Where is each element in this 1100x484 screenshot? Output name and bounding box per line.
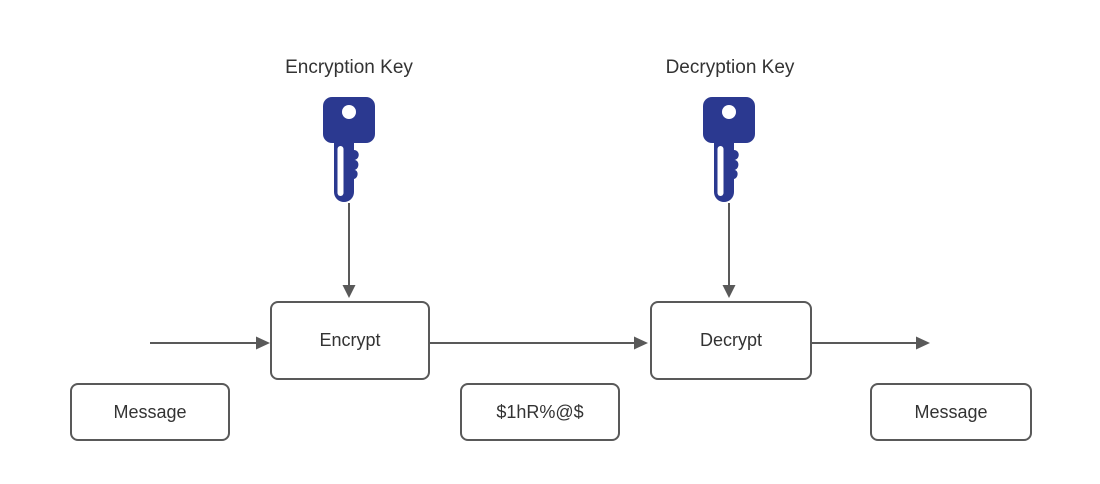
ciphertext-label: $1hR%@$: [496, 401, 584, 422]
ciphertext-node: $1hR%@$: [460, 383, 620, 441]
message-output-node: Message: [870, 383, 1032, 441]
decryption-key-icon: [703, 97, 755, 202]
input-arrow: [150, 336, 270, 350]
output-arrow: [812, 336, 930, 350]
encryption-key-icon: [323, 97, 375, 202]
decryption-key-label: Decryption Key: [665, 57, 795, 78]
decrypt-node: Decrypt: [650, 301, 812, 380]
decryption-key-arrow: [722, 203, 736, 298]
encryption-key-arrow: [342, 203, 356, 298]
ciphertext-arrow: [430, 336, 648, 350]
encrypt-node-label: Encrypt: [319, 330, 381, 350]
message-input-label: Message: [113, 401, 187, 422]
message-output-label: Message: [914, 401, 988, 422]
decrypt-node-label: Decrypt: [699, 330, 762, 350]
encryption-key-label: Encryption Key: [285, 57, 413, 78]
message-input-node: Message: [70, 383, 230, 441]
encrypt-node: Encrypt: [270, 301, 430, 380]
